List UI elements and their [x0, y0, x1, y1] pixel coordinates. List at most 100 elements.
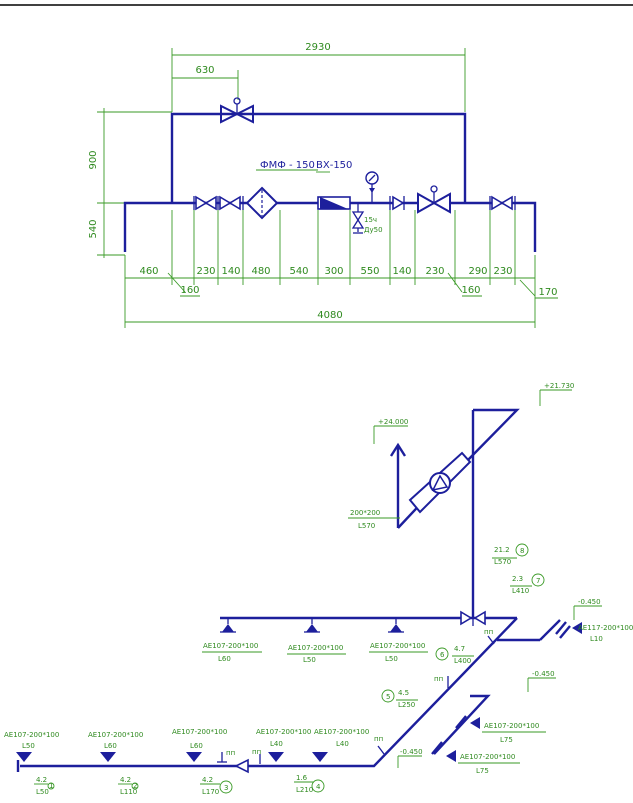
svg-text:1: 1	[49, 782, 53, 790]
gate-valve-icon	[219, 195, 244, 211]
iso-diagram: АЕ107-200*100 L60 АЕ107-200*100 L50 АЕ10…	[4, 382, 633, 796]
diffuser-icon	[306, 624, 318, 632]
svg-text:L570: L570	[494, 558, 511, 566]
dim-seg-7: 550	[360, 266, 379, 277]
diffuser-icon	[186, 752, 202, 762]
elev-top-right: +21.730	[544, 382, 574, 390]
check-valve-icon	[389, 195, 405, 211]
diffuser-icon	[390, 624, 402, 632]
diffuser-icon	[446, 750, 456, 762]
elev-top-left: +24.000	[378, 418, 408, 426]
diffuser-rl-2-len: L75	[476, 767, 489, 775]
diffuser-bottom-1-type: АЕ107-200*100	[4, 731, 59, 739]
pressure-gauge-icon	[365, 171, 379, 203]
svg-text:4.5: 4.5	[398, 689, 409, 697]
elev-right-2: -0.450	[532, 670, 555, 678]
segment-tag: 2.3 L410 7	[510, 573, 545, 595]
diffuser-bottom-2-type: АЕ107-200*100	[88, 731, 143, 739]
diffuser-upper-1-type: АЕ107-200*100	[203, 642, 258, 650]
pp-mark: пп	[252, 748, 261, 756]
elev-right-1: -0.450	[578, 598, 601, 606]
diffuser-icon	[470, 717, 480, 729]
segment-tag: 4.5 L250 5	[381, 689, 418, 709]
svg-text:4.7: 4.7	[454, 645, 465, 653]
diffuser-rl-2-type: АЕ107-200*100	[460, 753, 515, 761]
svg-text:L250: L250	[398, 701, 415, 709]
control-valve-icon	[417, 185, 451, 214]
diffuser-icon	[572, 622, 582, 634]
dim-small-end: 170	[538, 287, 557, 298]
diffusers-upper	[220, 618, 404, 633]
dim-small-left: 160	[180, 285, 199, 296]
diffuser-bottom-2-len: L60	[104, 742, 117, 750]
segment-tag: 1.6 L210 4	[294, 774, 325, 794]
dim-seg-6: 300	[324, 266, 343, 277]
diffuser-bottom-4-type: АЕ107-200*100	[256, 728, 311, 736]
segment-tag: 4.7 L400 6	[435, 645, 474, 665]
diffuser-bottom-1-len: L50	[22, 742, 35, 750]
reducer-icon	[234, 758, 249, 774]
drain-tap-label-1: 15ч	[364, 216, 377, 224]
drain-tap-label-2: Ду50	[364, 226, 383, 234]
bypass-valve-icon	[220, 97, 254, 124]
pp-mark: пп	[374, 735, 383, 743]
svg-text:3: 3	[224, 784, 228, 792]
dim-seg-1: 460	[139, 266, 158, 277]
dim-seg-8: 140	[392, 266, 411, 277]
dim-seg-4: 480	[251, 266, 270, 277]
diffuser-rl-1-len: L75	[500, 736, 513, 744]
diffuser-upper-3-len: L50	[385, 655, 398, 663]
diffuser-upper-3-type: АЕ107-200*100	[370, 642, 425, 650]
dim-seg-9: 230	[425, 266, 444, 277]
flow-meter-label: ВХ-150	[316, 160, 352, 171]
dim-seg-3: 140	[221, 266, 240, 277]
svg-text:8: 8	[520, 547, 524, 555]
diffuser-icon	[312, 752, 328, 762]
diffuser-upper-2-type: АЕ107-200*100	[288, 644, 343, 652]
dim-small-right: 160	[461, 285, 480, 296]
diffuser-icon	[268, 752, 284, 762]
dim-seg-2: 230	[196, 266, 215, 277]
diffuser-bottom-5-len: L40	[336, 740, 349, 748]
pp-mark: пп	[226, 749, 235, 757]
flow-meter-icon	[317, 196, 351, 210]
diffuser-icon	[16, 752, 32, 762]
damper-icon	[460, 610, 486, 626]
duct-len-label: L570	[358, 522, 375, 530]
dim-overall-bottom: 4080	[317, 310, 342, 321]
svg-text:4: 4	[316, 783, 321, 791]
svg-text:7: 7	[536, 577, 540, 585]
dim-height-lower: 540	[88, 219, 99, 238]
top-diagram: 2930 630 900 540 460 230 140 480 540 300…	[88, 42, 558, 328]
diffuser-bottom-3-type: АЕ107-200*100	[172, 728, 227, 736]
svg-text:2.3: 2.3	[512, 575, 523, 583]
svg-text:4.2: 4.2	[202, 776, 213, 784]
flange-marks	[16, 621, 571, 772]
gate-valve-icon	[489, 195, 516, 211]
diffuser-icon	[222, 624, 234, 632]
svg-text:L50: L50	[36, 788, 49, 796]
dim-seg-5: 540	[289, 266, 308, 277]
svg-text:L210: L210	[296, 786, 313, 794]
drain-valve-icon	[351, 203, 365, 234]
svg-text:L110: L110	[120, 788, 137, 796]
diffuser-icon	[100, 752, 116, 762]
svg-text:6: 6	[440, 651, 445, 659]
pp-mark: пп	[434, 675, 443, 683]
pp-mark: пп	[484, 628, 493, 636]
diffuser-rl-1-type: АЕ107-200*100	[484, 722, 539, 730]
segment-tag: 21.2 L570 8	[492, 543, 529, 566]
dim-seg-10: 290	[468, 266, 487, 277]
diffuser-bottom-4-len: L40	[270, 740, 283, 748]
diffuser-bottom-5-type: АЕ107-200*100	[314, 728, 369, 736]
dim-seg-11: 230	[493, 266, 512, 277]
duct-size-label: 200*200	[350, 509, 380, 517]
svg-text:4.2: 4.2	[120, 776, 131, 784]
dim-bypass-offset: 630	[195, 65, 214, 76]
svg-text:L410: L410	[512, 587, 529, 595]
fan-icon	[408, 451, 472, 514]
svg-text:L170: L170	[202, 788, 219, 796]
dimension-lines	[97, 48, 558, 328]
svg-text:5: 5	[386, 693, 390, 701]
diffuser-right-len: L10	[590, 635, 603, 643]
